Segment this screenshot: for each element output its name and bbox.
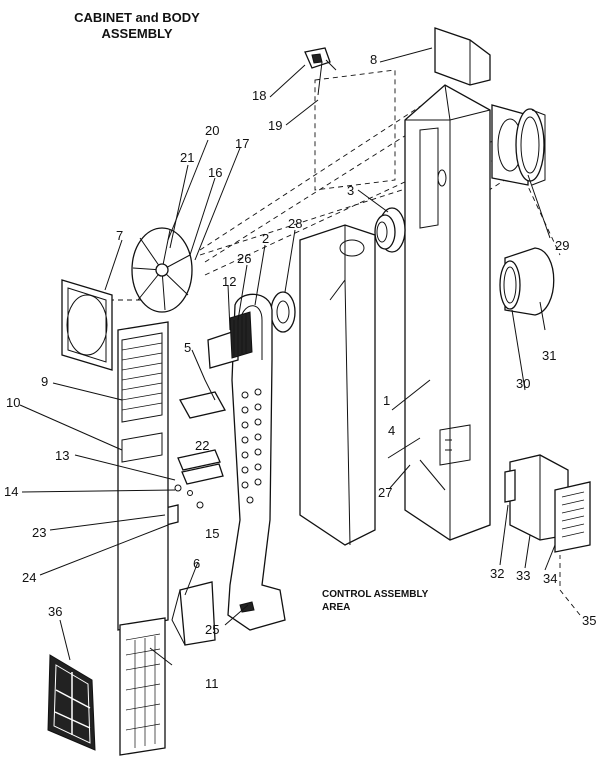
part-label-17: 17 <box>235 136 249 151</box>
part-label-24: 24 <box>22 570 36 585</box>
part-1-main-housing <box>404 84 491 541</box>
part-28-gasket <box>270 291 296 333</box>
part-label-22: 22 <box>195 438 209 453</box>
part-label-2: 2 <box>262 231 269 246</box>
part-label-32: 32 <box>490 566 504 581</box>
diagram-title-line-2: ASSEMBLY <box>101 26 173 41</box>
part-label-21: 21 <box>180 150 194 165</box>
part-11-lower-grille <box>119 617 166 756</box>
part-7-inlet-frame <box>61 279 113 371</box>
part-label-33: 33 <box>516 568 530 583</box>
part-label-15: 15 <box>205 526 219 541</box>
diagram-title-line-1: CABINET and BODY <box>74 10 200 25</box>
part-label-20: 20 <box>205 123 219 138</box>
part-label-7: 7 <box>116 228 123 243</box>
part-label-35: 35 <box>582 613 596 628</box>
part-number-labels: 1 2 3 4 5 6 7 8 9 10 11 12 13 14 15 16 1… <box>4 52 596 691</box>
part-10-front-panel <box>117 321 169 631</box>
part-36-filter <box>47 654 96 751</box>
part-label-5: 5 <box>184 340 191 355</box>
part-22-mounting-strip <box>177 449 224 485</box>
part-3-grommet <box>374 207 406 253</box>
part-29-fan-shroud <box>491 104 546 186</box>
part-13-14-15-fasteners <box>174 484 204 509</box>
part-label-31: 31 <box>542 348 556 363</box>
leader-lines <box>19 47 581 666</box>
part-4-duct-panel <box>299 224 376 546</box>
part-label-3: 3 <box>347 183 354 198</box>
part-label-19: 19 <box>268 118 282 133</box>
control-assembly-area-line-2: AREA <box>322 602 351 613</box>
part-label-1: 1 <box>383 393 390 408</box>
part-6-drain-channel <box>171 581 216 646</box>
part-label-14: 14 <box>4 484 18 499</box>
part-label-29: 29 <box>555 238 569 253</box>
part-label-30: 30 <box>516 376 530 391</box>
part-label-9: 9 <box>41 374 48 389</box>
diagram-title: CABINET and BODY ASSEMBLY <box>62 10 212 42</box>
part-34-control-grille <box>554 481 591 553</box>
part-label-11: 11 <box>205 676 219 691</box>
part-label-6: 6 <box>193 556 200 571</box>
part-label-28: 28 <box>288 216 302 231</box>
part-label-26: 26 <box>237 251 251 266</box>
part-18-wire-connector <box>304 47 337 96</box>
part-label-18: 18 <box>252 88 266 103</box>
part-label-12: 12 <box>222 274 236 289</box>
part-33-control-box <box>504 454 569 541</box>
part-12-motor <box>207 311 253 369</box>
part-8-top-cap <box>434 27 491 86</box>
part-31-duct-tube <box>499 247 555 316</box>
part-label-34: 34 <box>543 571 557 586</box>
part-label-23: 23 <box>32 525 46 540</box>
control-assembly-area-line-1: CONTROL ASSEMBLY <box>322 589 429 600</box>
part-5-bracket <box>179 391 226 419</box>
part-label-8: 8 <box>370 52 377 67</box>
scroll-vent-holes <box>241 388 262 504</box>
part-label-13: 13 <box>55 448 69 463</box>
part-label-36: 36 <box>48 604 62 619</box>
part-label-16: 16 <box>208 165 222 180</box>
part-label-25: 25 <box>205 622 219 637</box>
part-label-27: 27 <box>378 485 392 500</box>
part-label-10: 10 <box>6 395 20 410</box>
part-label-4: 4 <box>388 423 395 438</box>
part-20-fan-wheel <box>131 227 193 313</box>
control-assembly-area-label: CONTROL ASSEMBLY AREA <box>322 588 428 614</box>
